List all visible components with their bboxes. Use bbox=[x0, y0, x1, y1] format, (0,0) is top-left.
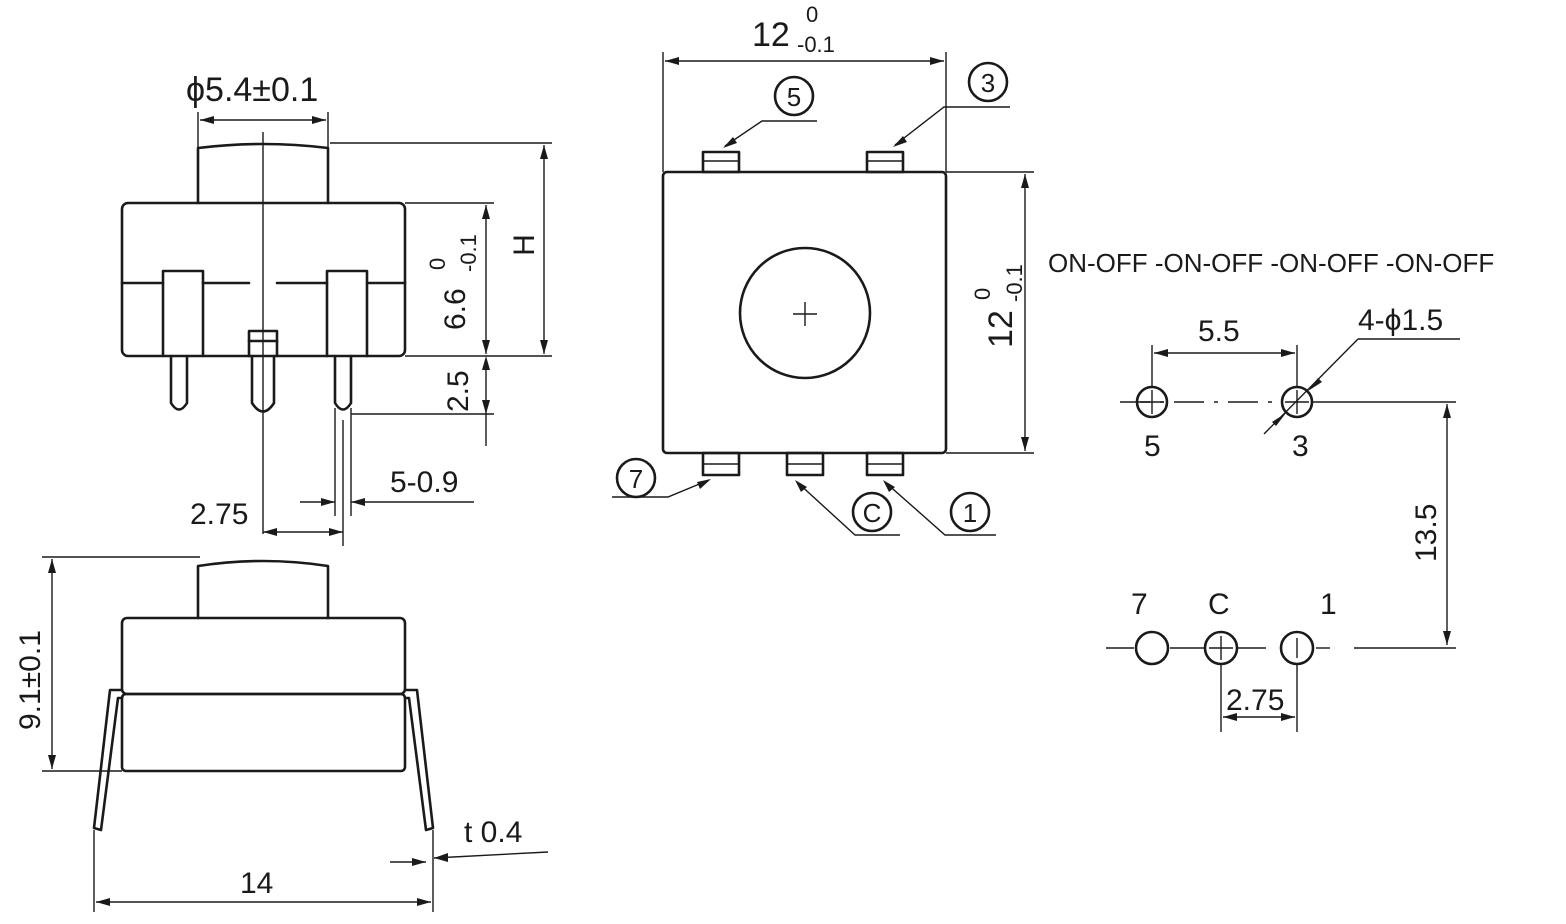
callout-1-label: 1 bbox=[963, 498, 977, 528]
front-overall-height-label: H bbox=[508, 234, 541, 256]
callout-3-circle bbox=[967, 61, 1009, 103]
front-body-height-tol-upper: 0 bbox=[425, 258, 450, 270]
top-pin-5 bbox=[701, 150, 741, 174]
front-body-height-label: 6.6 bbox=[439, 288, 472, 330]
pcb-hole-7 bbox=[1134, 630, 1170, 666]
top-width-tol-lower: -0.1 bbox=[797, 32, 835, 57]
callout-5-circle bbox=[773, 75, 815, 117]
pcb-pin-label-1: 1 bbox=[1320, 588, 1337, 621]
side-terminal-left bbox=[92, 688, 124, 832]
pcb-pin-label-3: 3 bbox=[1292, 430, 1309, 463]
callout-1-circle bbox=[949, 491, 991, 533]
side-height-label: 9.1±0.1 bbox=[14, 630, 47, 730]
callout-c-label: C bbox=[863, 498, 882, 528]
top-pin-3 bbox=[865, 150, 905, 174]
front-cap-diameter-label: ϕ5.4±0.1 bbox=[186, 71, 318, 109]
pcb-bottom-pitch-label: 2.75 bbox=[1226, 684, 1284, 717]
side-terminal-right bbox=[403, 688, 435, 832]
pcb-pin-label-c: C bbox=[1208, 588, 1230, 621]
pcb-row-spacing-label: 13.5 bbox=[1410, 504, 1443, 562]
pcb-layout: 5 3 5.5 4-ϕ1.5 13.5 7 C 1 bbox=[1106, 304, 1460, 732]
front-body-height-tol-lower: -0.1 bbox=[456, 234, 481, 272]
front-pin-left bbox=[161, 269, 205, 411]
side-body-upper bbox=[120, 616, 407, 696]
pcb-top-pitch-label: 5.5 bbox=[1198, 315, 1240, 348]
callout-3-label: 3 bbox=[981, 68, 995, 98]
callout-c-circle bbox=[851, 491, 893, 533]
top-width-label: 12 bbox=[752, 16, 790, 54]
top-view: 12 0 -0.1 12 0 -0.1 5 3 7 C 1 bbox=[612, 2, 1034, 536]
front-pin-length-label: 2.5 bbox=[442, 370, 475, 412]
pcb-pin-label-5: 5 bbox=[1144, 430, 1161, 463]
front-view: ϕ5.4±0.1 H 6.6 0 -0.1 2.5 5-0.9 bbox=[120, 71, 552, 546]
pcb-hole-spec-label: 4-ϕ1.5 bbox=[1358, 304, 1443, 337]
side-body-lower bbox=[120, 692, 407, 773]
top-button-circle bbox=[738, 246, 872, 380]
top-width-tol-upper: 0 bbox=[806, 2, 818, 27]
top-height-label: 12 bbox=[982, 310, 1020, 348]
top-height-tol-lower: -0.1 bbox=[1002, 264, 1027, 302]
pcb-pin-label-7: 7 bbox=[1131, 588, 1148, 621]
side-width-label: 14 bbox=[240, 867, 273, 900]
side-view: 9.1±0.1 14 t 0.4 bbox=[14, 556, 549, 912]
front-pin-right bbox=[325, 269, 369, 411]
callout-7-label: 7 bbox=[629, 464, 643, 494]
side-cap-outline bbox=[196, 559, 330, 620]
callout-5-label: 5 bbox=[787, 82, 801, 112]
front-pin-width-label: 5-0.9 bbox=[390, 466, 458, 499]
front-pin-pitch-label: 2.75 bbox=[190, 498, 248, 531]
top-height-tol-upper: 0 bbox=[970, 288, 995, 300]
side-thickness-label: t 0.4 bbox=[464, 816, 522, 849]
function-sequence-label: ON-OFF -ON-OFF -ON-OFF -ON-OFF bbox=[1048, 248, 1494, 278]
